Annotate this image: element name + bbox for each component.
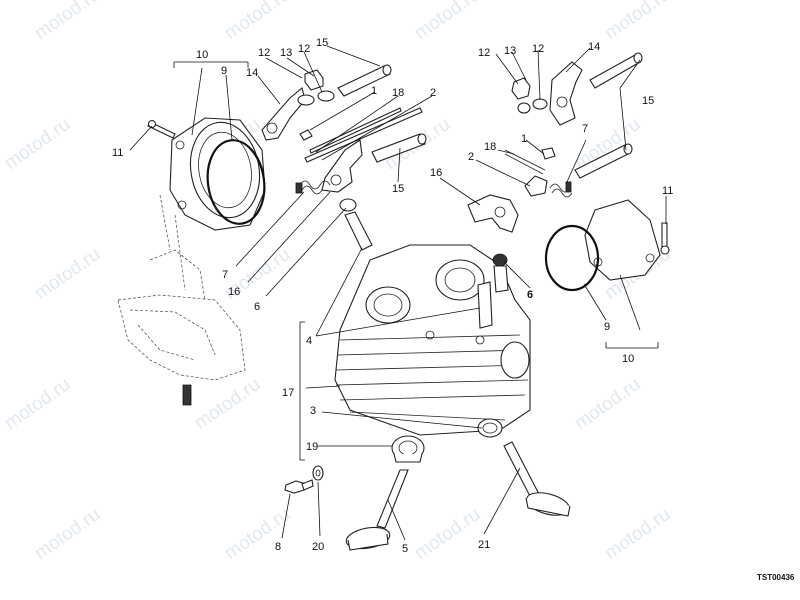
watermark-text: motod.ru [191, 374, 264, 434]
callout-16: 16 [228, 286, 240, 298]
right-cap-1 [541, 147, 556, 160]
callout-labels: 10 9 11 12 13 12 15 14 1 18 2 15 7 16 6 … [112, 37, 795, 582]
callout-19: 19 [306, 441, 318, 453]
watermark-text: motod.ru [601, 0, 674, 44]
right-exhaust-cover [584, 199, 661, 281]
callout-9: 9 [221, 65, 227, 77]
left-spring-7 [295, 180, 331, 195]
callout-9: 9 [604, 321, 610, 333]
left-screw [147, 119, 176, 139]
callout-10: 10 [622, 353, 634, 365]
callout-7: 7 [222, 269, 228, 281]
watermark-text: motod.ru [221, 0, 294, 44]
leader-lines [129, 45, 667, 541]
right-o-ring [544, 224, 600, 292]
left-valve-cap-6 [339, 198, 373, 251]
callout-2: 2 [468, 151, 474, 163]
callout-6: 6 [254, 301, 260, 313]
right-nut-13 [511, 77, 531, 100]
left-pin-15 [337, 64, 392, 97]
callout-14: 14 [588, 41, 600, 53]
watermark-text: motod.ru [571, 374, 644, 434]
callout-14: 14 [246, 67, 258, 79]
callout-20: 20 [312, 541, 324, 553]
callout-12: 12 [298, 43, 310, 55]
callout-7: 7 [582, 123, 588, 135]
callout-1: 1 [371, 85, 377, 97]
callout-5: 5 [402, 543, 408, 555]
right-pin-15 [574, 52, 643, 179]
phantom-engine-outline [117, 194, 246, 406]
callout-11: 11 [112, 147, 123, 159]
callout-3: 3 [310, 405, 316, 417]
callout-15: 15 [392, 183, 404, 195]
callout-10: 10 [196, 49, 208, 61]
valve-seal-3 [477, 418, 503, 438]
watermark-text: motod.ru [31, 504, 104, 564]
callout-21: 21 [478, 539, 490, 551]
callout-18: 18 [484, 141, 496, 153]
callout-6: 6 [527, 289, 533, 301]
intake-valve-21 [503, 441, 571, 517]
callout-1: 1 [521, 133, 527, 145]
watermark-text: motod.ru [1, 374, 74, 434]
watermark-text: motod.ru [31, 0, 104, 44]
left-nut-13 [304, 69, 324, 91]
right-washer-12 [517, 98, 548, 114]
watermark-text: motod.ru [31, 244, 104, 304]
callout-15: 15 [642, 95, 654, 107]
callout-13: 13 [504, 45, 516, 57]
callout-12: 12 [532, 43, 544, 55]
exhaust-valve-5 [345, 469, 409, 551]
washer-20 [312, 465, 324, 481]
watermark-text: motod.ru [411, 504, 484, 564]
left-pushrod-18-2 [299, 107, 423, 163]
right-rocker-arm-14 [549, 61, 583, 126]
bolt-8 [284, 479, 314, 494]
watermark-text: motod.ru [221, 504, 294, 564]
valve-seal-19 [391, 435, 425, 463]
right-valve-cap-6 [492, 253, 509, 293]
callout-12: 12 [478, 47, 490, 59]
callout-2: 2 [430, 87, 436, 99]
left-rocker-arm-14 [261, 87, 306, 141]
callout-13: 13 [280, 47, 292, 59]
callout-12: 12 [258, 47, 270, 59]
watermark-text: motod.ru [411, 0, 484, 44]
callout-11: 11 [662, 185, 673, 197]
diagram-reference-code: TST00436 [757, 573, 795, 582]
watermark-text: motod.ru [601, 504, 674, 564]
left-rocker-arm-16 [321, 139, 363, 193]
callout-8: 8 [275, 541, 281, 553]
callout-18: 18 [392, 87, 404, 99]
callout-17: 17 [282, 387, 294, 399]
right-spring-7 [549, 181, 573, 198]
watermark-text: motod.ru [1, 114, 74, 174]
left-washer-12 [297, 90, 335, 106]
right-screw [660, 222, 670, 255]
right-rocker-arm-16 [467, 194, 519, 233]
cylinder-head [334, 244, 531, 436]
callout-4: 4 [306, 335, 312, 347]
left-o-ring [206, 139, 266, 225]
callout-15: 15 [316, 37, 328, 49]
left-pin-15b [371, 133, 427, 163]
left-intake-flange [169, 117, 266, 231]
right-rocker-2 [524, 175, 548, 197]
callout-16: 16 [430, 167, 442, 179]
